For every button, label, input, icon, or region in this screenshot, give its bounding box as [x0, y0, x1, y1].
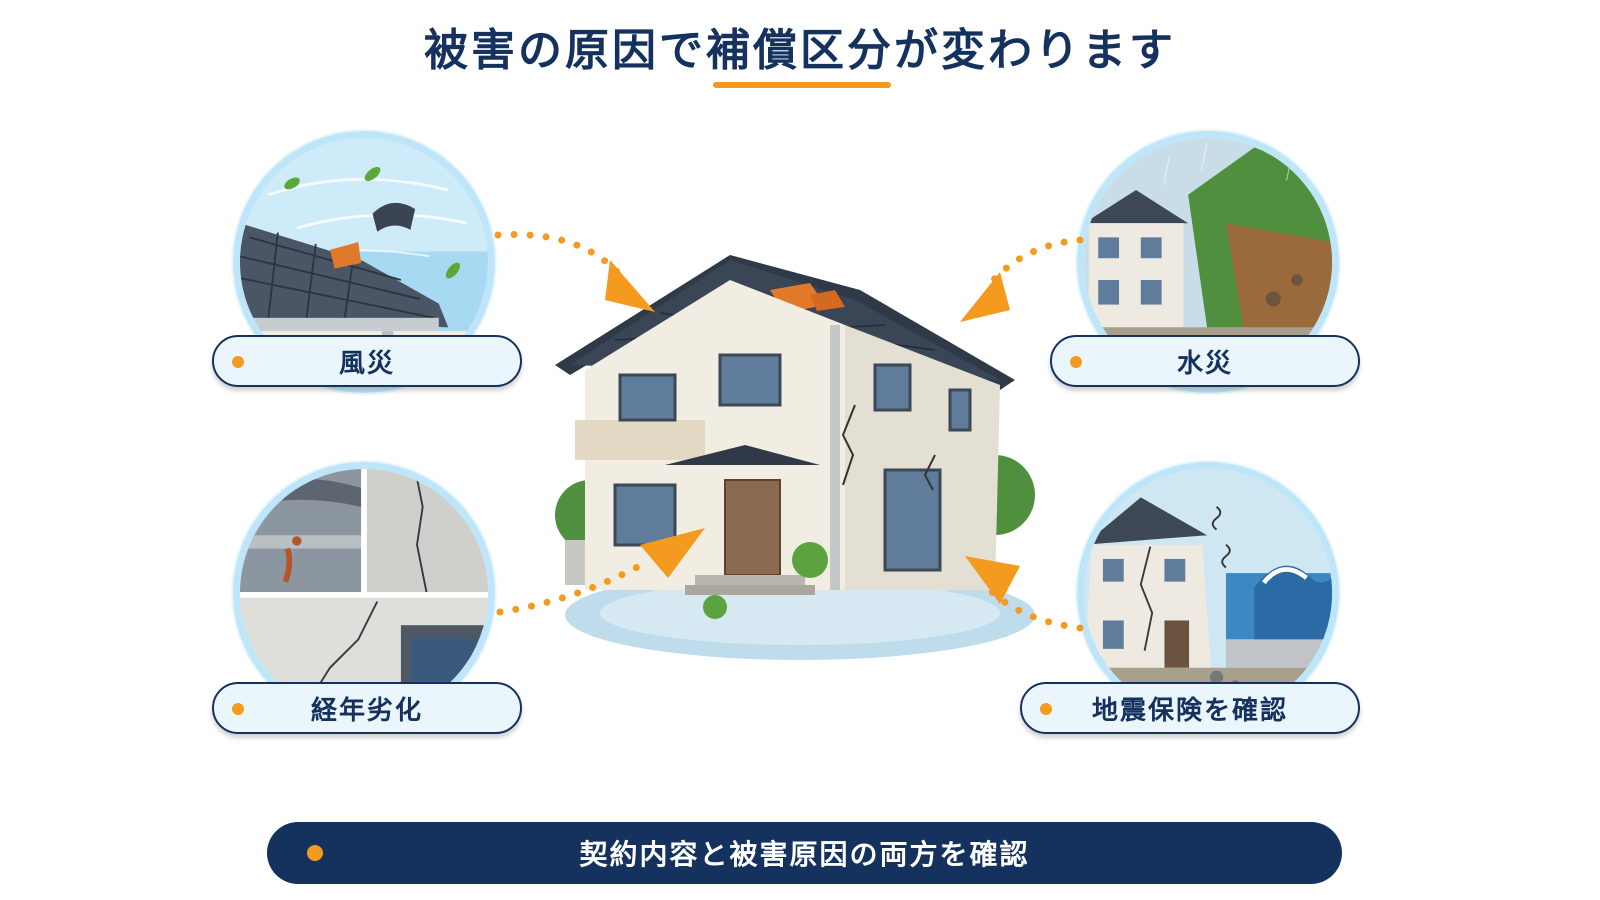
bullet-dot: [307, 845, 323, 861]
aging-text: 経年劣化: [310, 695, 423, 726]
bullet-dot: [232, 703, 244, 715]
water-damage-label: 水災: [1050, 335, 1360, 387]
water-damage-illustration: [1077, 131, 1339, 393]
wind-damage-text: 風災: [338, 348, 395, 379]
bullet-dot: [232, 356, 244, 368]
title-underline: [713, 82, 891, 88]
earthquake-text: 地震保険を確認: [1091, 695, 1288, 726]
earthquake-label: 地震保険を確認: [1020, 682, 1360, 734]
wind-damage-label: 風災: [212, 335, 522, 387]
bottom-banner-text: 契約内容と被害原因の両方を確認: [579, 838, 1030, 871]
page-title: 被害の原因で補償区分が変わります: [424, 25, 1176, 76]
aging-label: 経年劣化: [212, 682, 522, 734]
house-illustration: [555, 245, 1045, 665]
bullet-dot: [1070, 356, 1082, 368]
bottom-banner: 契約内容と被害原因の両方を確認: [267, 822, 1342, 884]
water-damage-text: 水災: [1176, 348, 1233, 379]
bullet-dot: [1040, 703, 1052, 715]
